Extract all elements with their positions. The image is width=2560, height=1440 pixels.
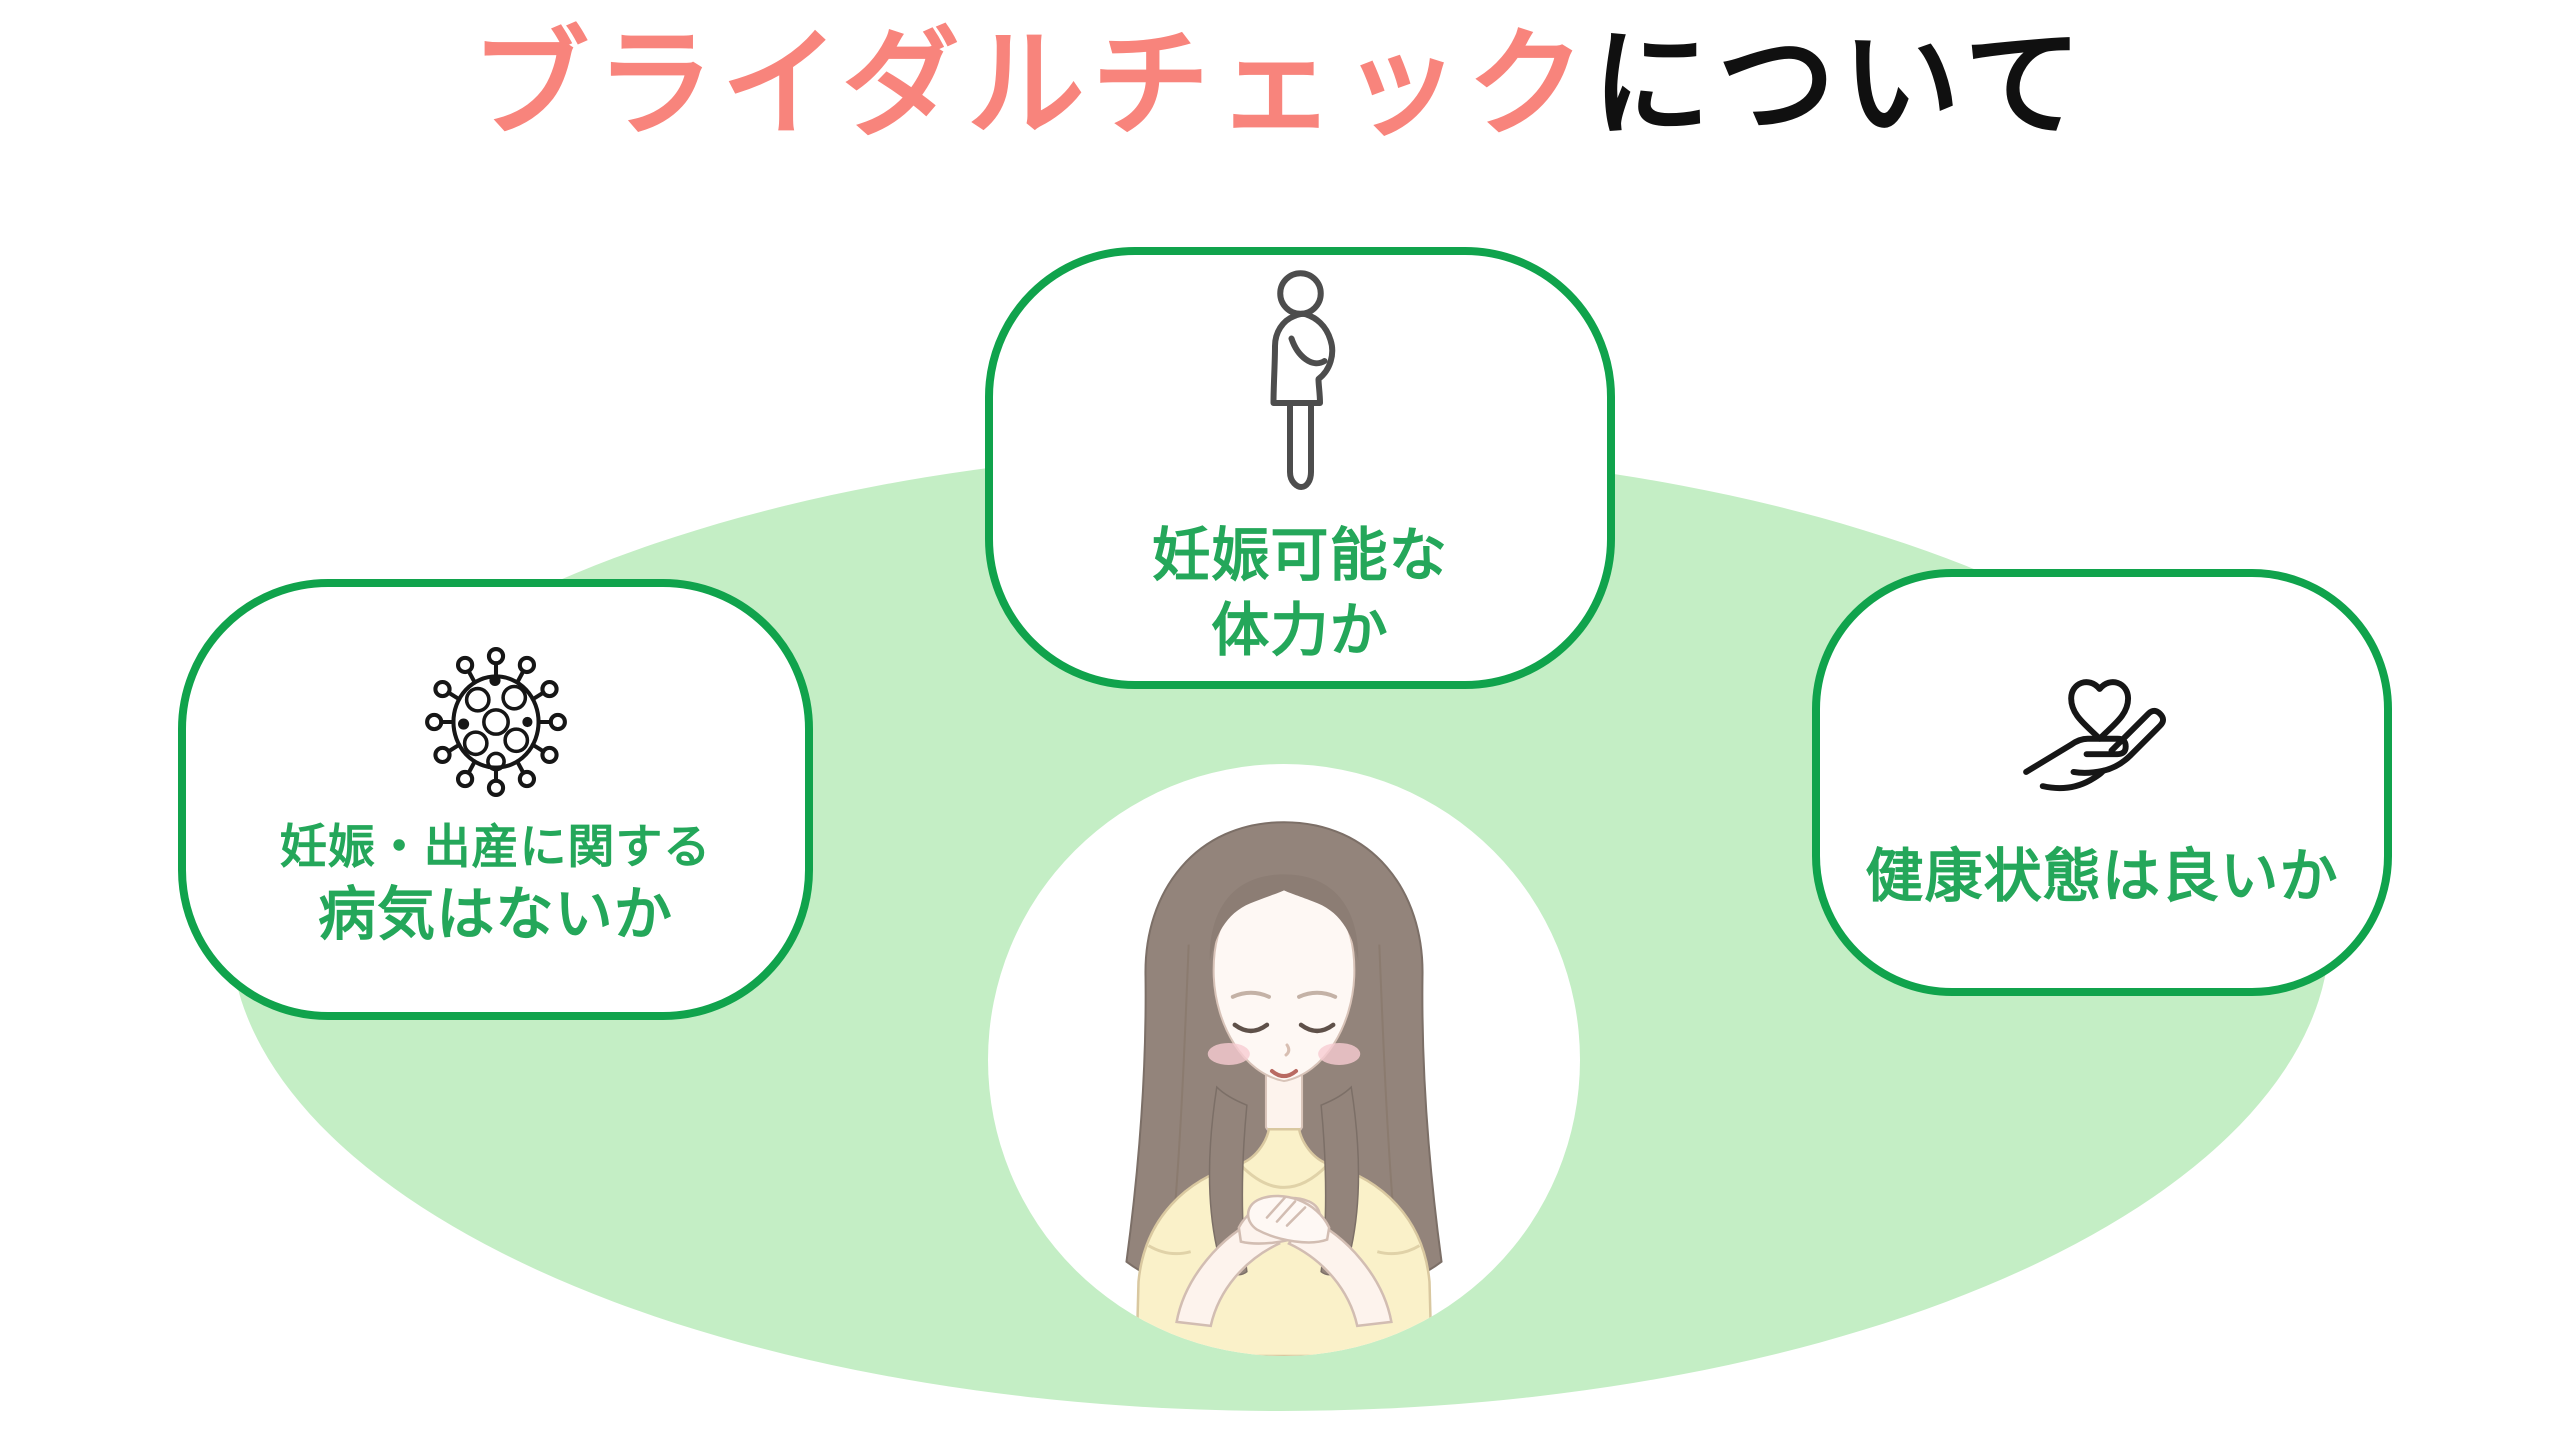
woman-illustration xyxy=(1125,821,1443,1356)
card-text-line: 病気はないか xyxy=(318,882,673,948)
title-highlight: ブライダルチェック xyxy=(471,19,1593,151)
title-suffix: について xyxy=(1592,19,2089,151)
page-title: ブライダルチェックについて xyxy=(0,18,2560,154)
card-fertility-stamina: 妊娠可能な 体力か xyxy=(985,247,1615,689)
card-health-status: 健康状態は良いか xyxy=(1812,569,2392,996)
card-text-line: 妊娠可能な xyxy=(1152,522,1448,588)
heart-in-hand-icon xyxy=(2023,679,2167,791)
virus-icon xyxy=(424,647,567,798)
card-pregnancy-illness: 妊娠・出産に関する 病気はないか xyxy=(178,579,813,1020)
card-text-line: 妊娠・出産に関する xyxy=(279,820,712,874)
card-text-line: 体力か xyxy=(1211,598,1389,663)
pregnant-woman-icon xyxy=(1270,269,1335,490)
woman-portrait-circle xyxy=(988,764,1580,1356)
card-text-line: 健康状態は良いか xyxy=(1865,843,2339,909)
